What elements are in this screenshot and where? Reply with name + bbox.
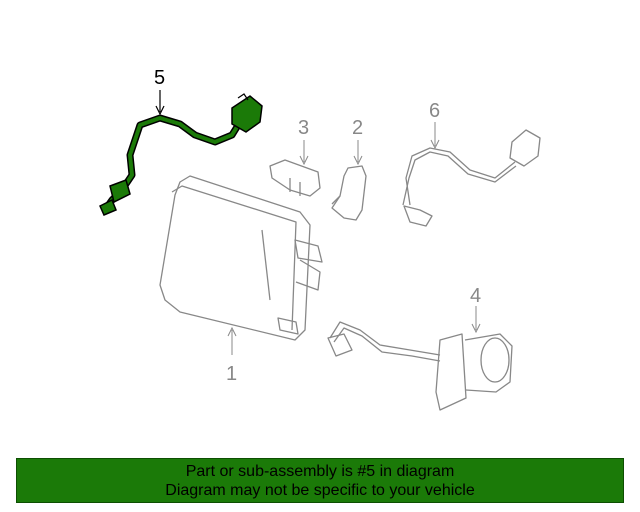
part-3-sensor xyxy=(269,159,321,197)
callout-2: 2 xyxy=(352,117,363,139)
parts-diagram: 5 1 3 2 6 xyxy=(99,67,541,411)
callout-1: 1 xyxy=(226,363,237,385)
part-5-sensor[interactable] xyxy=(99,93,263,216)
part-2-valve xyxy=(331,165,367,221)
part-4-pump xyxy=(327,321,513,411)
callout-4: 4 xyxy=(470,285,481,307)
banner-line-1: Part or sub-assembly is #5 in diagram xyxy=(185,462,455,480)
callout-6: 6 xyxy=(429,100,440,122)
banner-line-2: Diagram may not be specific to your vehi… xyxy=(165,481,475,499)
callout-5: 5 xyxy=(154,67,165,89)
info-banner: Part or sub-assembly is #5 in diagram Di… xyxy=(16,458,624,503)
part-1-canister xyxy=(159,175,323,341)
part-6-sensor xyxy=(402,129,541,227)
callout-3: 3 xyxy=(298,117,309,139)
